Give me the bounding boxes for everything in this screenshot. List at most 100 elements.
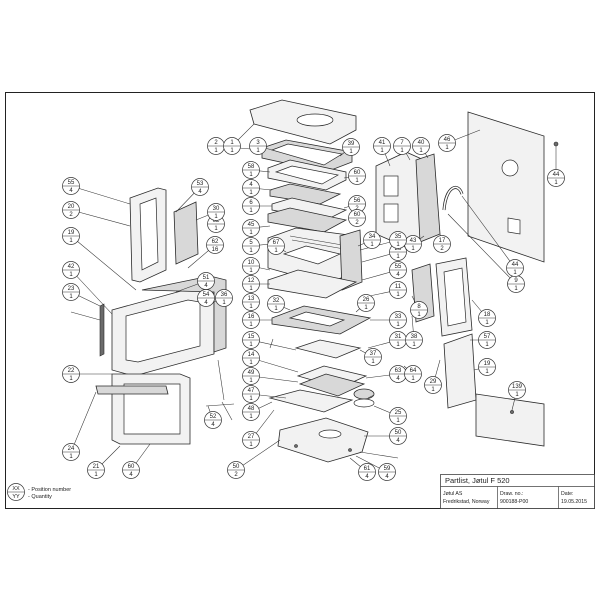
part-right-lower-door (443, 333, 477, 409)
part-baffle-lower (269, 183, 342, 205)
balloon-quantity: 1 (431, 387, 435, 393)
balloon-position-number: 9 (514, 278, 518, 284)
balloon-position-number: 60 (354, 170, 361, 176)
balloon-quantity: 4 (69, 188, 73, 194)
balloon-position-6: 61 (242, 197, 260, 215)
balloon-quantity: 1 (249, 378, 253, 384)
balloon-quantity: 1 (249, 268, 253, 274)
balloon-quantity: 1 (380, 148, 384, 154)
balloon-position-39: 391 (342, 138, 360, 156)
part-glass-panel (173, 201, 199, 265)
balloon-quantity: 1 (249, 190, 253, 196)
balloon-quantity: 1 (396, 242, 400, 248)
balloon-quantity: 1 (485, 342, 489, 348)
balloon-position-number: 43 (410, 238, 417, 244)
balloon-position-number: 55 (68, 180, 75, 186)
parts-artwork (95, 99, 559, 463)
balloon-position-7: 71 (393, 137, 411, 155)
balloon-position-1: 11 (223, 137, 241, 155)
position-balloons: 2111315813914117140146162141614515160156… (62, 134, 565, 481)
balloon-position-40: 401 (412, 137, 430, 155)
balloon-position-18: 181 (478, 309, 496, 327)
balloon-position-number: 8 (417, 304, 421, 310)
balloon-position-42: 421 (62, 261, 80, 279)
balloon-position-53: 534 (191, 178, 209, 196)
balloon-position-41: 411 (373, 137, 391, 155)
balloon-quantity: 1 (411, 376, 415, 382)
balloon-quantity: 4 (365, 474, 369, 480)
balloon-position-54: 544 (197, 289, 215, 307)
balloon-position-60: 602 (348, 209, 366, 227)
balloon-quantity: 2 (440, 246, 444, 252)
balloon-quantity: 1 (69, 272, 73, 278)
balloon-position-number: 14 (248, 352, 255, 358)
balloon-position-number: 42 (68, 264, 75, 270)
title-block-drawno: 900188-P00 (500, 499, 528, 505)
balloon-position-number: 35 (395, 234, 402, 240)
part-hose (442, 185, 464, 211)
balloon-position-number: 36 (221, 292, 228, 298)
balloon-quantity: 1 (249, 172, 253, 178)
balloon-quantity: 1 (396, 292, 400, 298)
balloon-position-number: 31 (395, 334, 402, 340)
balloon-quantity: 1 (249, 360, 253, 366)
legend-quantity-symbol: YY (12, 494, 20, 500)
part-side-brick (339, 229, 363, 291)
balloon-position-number: 37 (370, 351, 377, 357)
balloon-position-number: 1 (230, 140, 234, 146)
balloon-position-number: 53 (197, 181, 204, 187)
balloon-quantity: 2 (234, 472, 238, 478)
balloon-quantity: 1 (514, 286, 518, 292)
balloon-quantity: 1 (69, 376, 73, 382)
part-air-channel (415, 153, 441, 243)
balloon-quantity: 2 (69, 212, 73, 218)
balloon-position-number: 39 (348, 141, 355, 147)
balloon-position-50: 502 (227, 461, 245, 479)
balloon-position-35: 351 (389, 231, 407, 249)
balloon-position-63: 634 (389, 365, 407, 383)
balloon-position-13: 131 (242, 293, 260, 311)
balloon-quantity: 1 (69, 238, 73, 244)
balloon-position-number: 23 (68, 286, 75, 292)
balloon-quantity: 1 (249, 322, 253, 328)
balloon-position-number: 13 (248, 296, 255, 302)
balloon-position-10: 101 (242, 257, 260, 275)
balloon-position-20: 202 (62, 201, 80, 219)
balloon-position-number: 52 (210, 414, 217, 420)
part-ash-pan (268, 389, 354, 413)
balloon-quantity: 1 (411, 246, 415, 252)
balloon-position-58: 581 (242, 161, 260, 179)
balloon-position-number: 67 (273, 240, 280, 246)
sheet-border (5, 92, 595, 509)
balloon-position-67: 671 (267, 237, 285, 255)
balloon-quantity: 1 (249, 208, 253, 214)
legend: XX YY - Position number - Quantity (7, 483, 71, 501)
balloon-position-61: 614 (358, 463, 376, 481)
balloon-position-50: 504 (389, 427, 407, 445)
balloon-position-44: 441 (547, 169, 565, 187)
balloon-position-5: 51 (242, 237, 260, 255)
balloon-position-26: 261 (357, 294, 375, 312)
balloon-quantity: 1 (249, 442, 253, 448)
balloon-position-number: 50 (395, 430, 402, 436)
balloon-position-48: 481 (242, 403, 260, 421)
balloon-position-number: 18 (484, 312, 491, 318)
balloon-quantity: 1 (222, 300, 226, 306)
balloon-position-number: 48 (248, 406, 255, 412)
balloon-position-number: 44 (553, 172, 560, 178)
balloon-position-number: 17 (439, 238, 446, 244)
balloon-position-number: 51 (203, 275, 210, 281)
balloon-position-9: 91 (507, 275, 525, 293)
balloon-quantity: 4 (396, 376, 400, 382)
title-block-title: Partlist, Jøtul F 520 (445, 476, 510, 485)
balloon-quantity: 1 (412, 342, 416, 348)
balloon-position-44: 441 (506, 259, 524, 277)
balloon-position-55: 554 (389, 261, 407, 279)
title-block-company: Jøtul AS (443, 491, 463, 497)
balloon-position-12: 121 (242, 275, 260, 293)
balloon-position-22: 221 (62, 365, 80, 383)
part-round-hatch (353, 388, 375, 400)
